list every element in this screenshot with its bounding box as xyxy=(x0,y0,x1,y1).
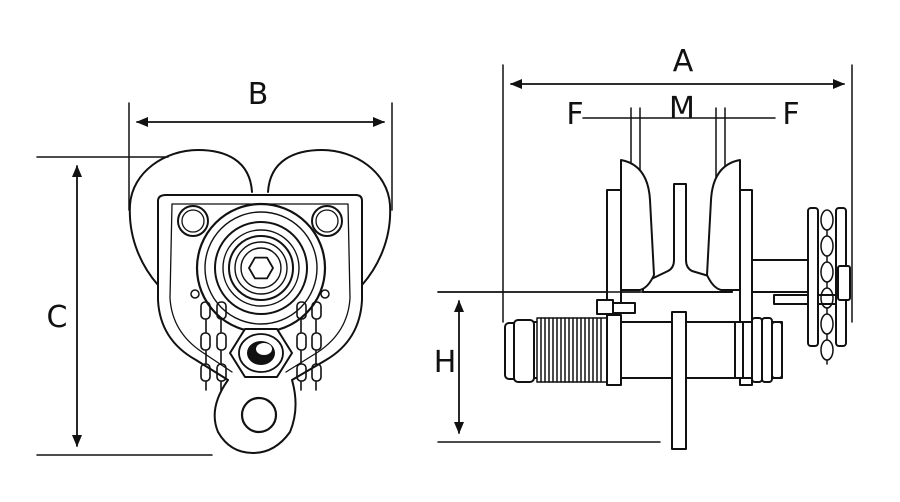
label-a: A xyxy=(673,44,694,79)
label-c: C xyxy=(47,300,68,335)
label-m: M xyxy=(669,91,695,126)
front-hand-chain-right xyxy=(296,301,322,391)
dimension-b: B xyxy=(128,77,393,211)
hex-nut-icon xyxy=(248,256,274,280)
front-wheels xyxy=(128,149,392,286)
side-wheel-right xyxy=(706,159,741,291)
lower-nut xyxy=(229,328,293,378)
label-b: B xyxy=(248,77,269,112)
front-view: B C xyxy=(36,77,393,456)
coil-spring xyxy=(536,317,608,383)
label-f-right: F xyxy=(782,97,799,132)
side-hand-chain xyxy=(820,209,834,365)
dimension-c: C xyxy=(36,156,213,456)
plate-hole xyxy=(177,205,209,237)
front-hand-chain-left xyxy=(200,301,227,391)
label-f-left: F xyxy=(566,97,583,132)
suspension-eye xyxy=(240,396,278,434)
side-wheel-left xyxy=(620,159,655,291)
suspension-plate xyxy=(671,311,687,450)
side-hand-wheel xyxy=(807,207,819,347)
side-view: A F M F H xyxy=(434,44,853,450)
dimension-a: A xyxy=(502,44,853,323)
plate-hole xyxy=(311,205,343,237)
hand-wheel xyxy=(195,202,327,334)
label-h: H xyxy=(434,345,457,380)
